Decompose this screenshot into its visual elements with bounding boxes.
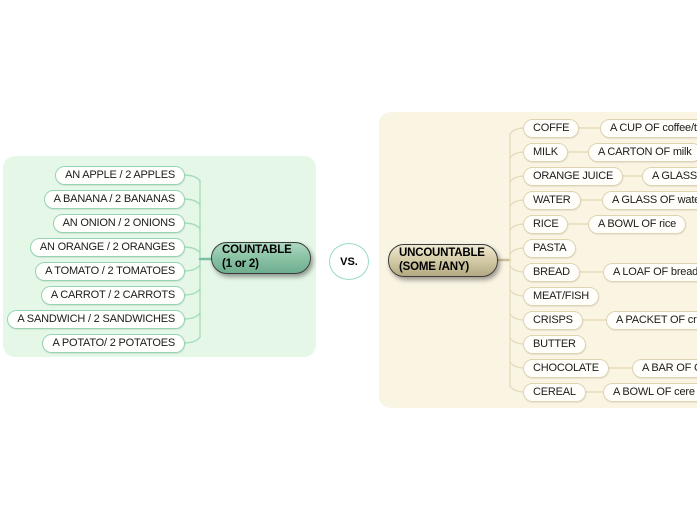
portion-pill[interactable]: A CUP OF coffee/t: [600, 118, 697, 138]
uncountable-item-pill[interactable]: RICE: [523, 214, 569, 234]
portion-pill[interactable]: A PACKET OF cri: [606, 310, 697, 330]
countable-node[interactable]: COUNTABLE (1 or 2): [211, 242, 311, 274]
uncountable-item-pill[interactable]: CRISPS: [523, 310, 583, 330]
uncountable-item-pill[interactable]: COFFE: [523, 118, 580, 138]
countable-item-pill[interactable]: AN APPLE / 2 APPLES: [55, 165, 185, 185]
vs-badge[interactable]: VS.: [329, 243, 369, 280]
uncountable-node-title: UNCOUNTABLE: [399, 246, 485, 259]
countable-node-title: COUNTABLE: [222, 244, 292, 257]
uncountable-node-subtitle: (SOME /ANY): [399, 260, 469, 273]
countable-item-pill[interactable]: A TOMATO / 2 TOMATOES: [35, 261, 185, 281]
portion-pill[interactable]: A GLASS OF wate: [602, 190, 697, 210]
countable-item-pill[interactable]: A POTATO/ 2 POTATOES: [42, 333, 185, 353]
countable-item-pill[interactable]: AN ORANGE / 2 ORANGES: [29, 237, 185, 257]
portion-pill[interactable]: A GLASS: [642, 166, 697, 186]
countable-item-pill[interactable]: A CARROT / 2 CARROTS: [40, 285, 185, 305]
portion-pill[interactable]: A CARTON OF milk: [588, 142, 697, 162]
portion-pill[interactable]: A LOAF OF bread: [603, 262, 697, 282]
countable-item-pill[interactable]: AN ONION / 2 ONIONS: [52, 213, 185, 233]
uncountable-item-pill[interactable]: MILK: [523, 142, 568, 162]
countable-item-pill[interactable]: A BANANA / 2 BANANAS: [43, 189, 185, 209]
uncountable-item-pill[interactable]: BUTTER: [523, 334, 586, 354]
uncountable-node[interactable]: UNCOUNTABLE (SOME /ANY): [388, 244, 498, 277]
countable-node-subtitle: (1 or 2): [222, 258, 259, 270]
uncountable-item-pill[interactable]: ORANGE JUICE: [523, 166, 624, 186]
uncountable-item-pill[interactable]: WATER: [523, 190, 581, 210]
uncountable-item-pill[interactable]: CEREAL: [523, 382, 586, 402]
portion-pill[interactable]: A BAR OF C: [632, 358, 697, 378]
portion-pill[interactable]: A BOWL OF cere: [603, 382, 697, 402]
uncountable-item-pill[interactable]: BREAD: [523, 262, 580, 282]
portion-pill[interactable]: A BOWL OF rice: [588, 214, 687, 234]
uncountable-item-pill[interactable]: CHOCOLATE: [523, 358, 609, 378]
uncountable-item-pill[interactable]: PASTA: [523, 238, 577, 258]
countable-item-pill[interactable]: A SANDWICH / 2 SANDWICHES: [7, 309, 185, 329]
vs-label: VS.: [340, 255, 358, 268]
uncountable-item-pill[interactable]: MEAT/FISH: [523, 286, 600, 306]
